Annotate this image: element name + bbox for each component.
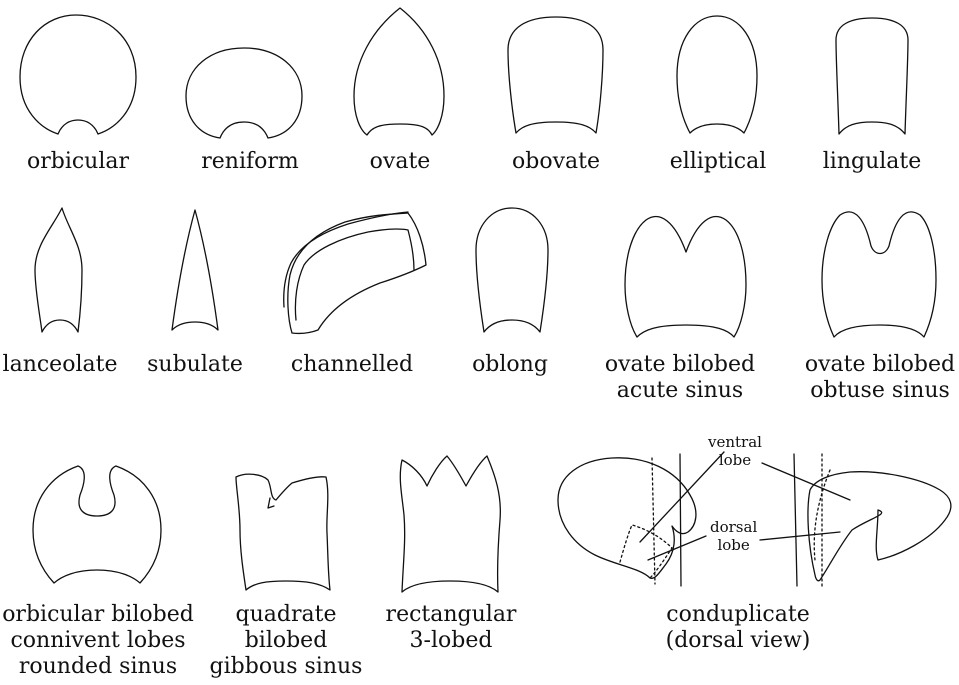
caption-ovate-line-1: ovate [370,149,431,175]
quadrate-sinus-mark [268,498,274,508]
reniform-leaf [186,48,302,138]
caption-subulate: subulate [147,352,243,378]
caption-obovate-line-1: obovate [512,149,600,175]
ovate-leaf [354,8,444,135]
conduplicate-left-outline [558,458,696,579]
caption-obovate: obovate [512,149,600,175]
caption-orbicular-bilobed-line-1: orbicular bilobed [2,602,194,628]
conduplicate-right-outline [808,472,951,581]
conduplicate-left-solid-line [680,454,681,586]
channelled-leaf-inner [295,229,414,320]
ovate-bilobed-obtuse-leaf [822,212,936,337]
caption-quadrate-bilobed-line-2: bilobed [210,628,363,654]
caption-orbicular: orbicular [27,149,129,175]
caption-conduplicate-line-1: conduplicate [666,602,811,628]
caption-ovate-bilobed-obtuse-line-1: ovate bilobed [805,352,955,378]
caption-subulate-line-1: subulate [147,352,243,378]
caption-reniform-line-1: reniform [201,149,299,175]
channelled-leaf-outer [288,213,426,333]
annotation-dorsal-lobe-line-2: lobe [710,536,757,554]
quadrate-bilobed-leaf [236,474,330,590]
annotation-ventral-lobe-line-1: ventral [708,433,762,451]
caption-quadrate-bilobed-line-1: quadrate [210,602,363,628]
caption-elliptical-line-1: elliptical [670,149,767,175]
conduplicate-left-dotted-line [652,458,655,584]
caption-oblong-line-1: oblong [472,352,548,378]
obovate-leaf [508,17,603,133]
channelled-leaf-rim [284,212,408,307]
caption-lingulate: lingulate [823,149,922,175]
caption-ovate-bilobed-obtuse-line-2: obtuse sinus [805,378,955,404]
caption-rectangular-3lobed-line-1: rectangular [386,602,517,628]
annotation-dorsal-lobe-line-1: dorsal [710,518,757,536]
caption-orbicular-bilobed-line-3: rounded sinus [2,654,194,680]
caption-orbicular-line-1: orbicular [27,149,129,175]
caption-ovate: ovate [370,149,431,175]
conduplicate-right-solid-line1 [794,454,797,586]
lingulate-leaf [836,18,908,134]
caption-conduplicate-line-2: (dorsal view) [666,628,811,654]
caption-quadrate-bilobed-line-3: gibbous sinus [210,654,363,680]
caption-orbicular-bilobed-line-2: connivent lobes [2,628,194,654]
caption-channelled: channelled [291,352,413,378]
subulate-leaf [172,210,218,330]
caption-elliptical: elliptical [670,149,767,175]
caption-lanceolate-line-1: lanceolate [3,352,118,378]
caption-lanceolate: lanceolate [3,352,118,378]
caption-ovate-bilobed-acute-line-2: acute sinus [605,378,755,404]
caption-ovate-bilobed-acute-line-1: ovate bilobed [605,352,755,378]
rectangular-3lobed-leaf [400,456,500,592]
annotation-ventral-lobe-line-2: lobe [708,451,762,469]
elliptical-leaf [677,16,757,133]
ventral-leader-right [762,463,850,500]
conduplicate-left-dotted [620,525,672,578]
caption-channelled-line-1: channelled [291,352,413,378]
lanceolate-leaf [35,208,82,332]
dorsal-leader-right [760,532,840,540]
caption-oblong: oblong [472,352,548,378]
orbicular-leaf [20,15,136,134]
caption-reniform: reniform [201,149,299,175]
orbicular-bilobed-leaf [33,466,161,583]
oblong-leaf [476,208,548,332]
caption-rectangular-3lobed-line-2: 3-lobed [386,628,517,654]
dorsal-leader-left [648,536,706,560]
caption-conduplicate: conduplicate(dorsal view) [666,602,811,654]
caption-lingulate-line-1: lingulate [823,149,922,175]
ovate-bilobed-acute-leaf [625,217,746,337]
